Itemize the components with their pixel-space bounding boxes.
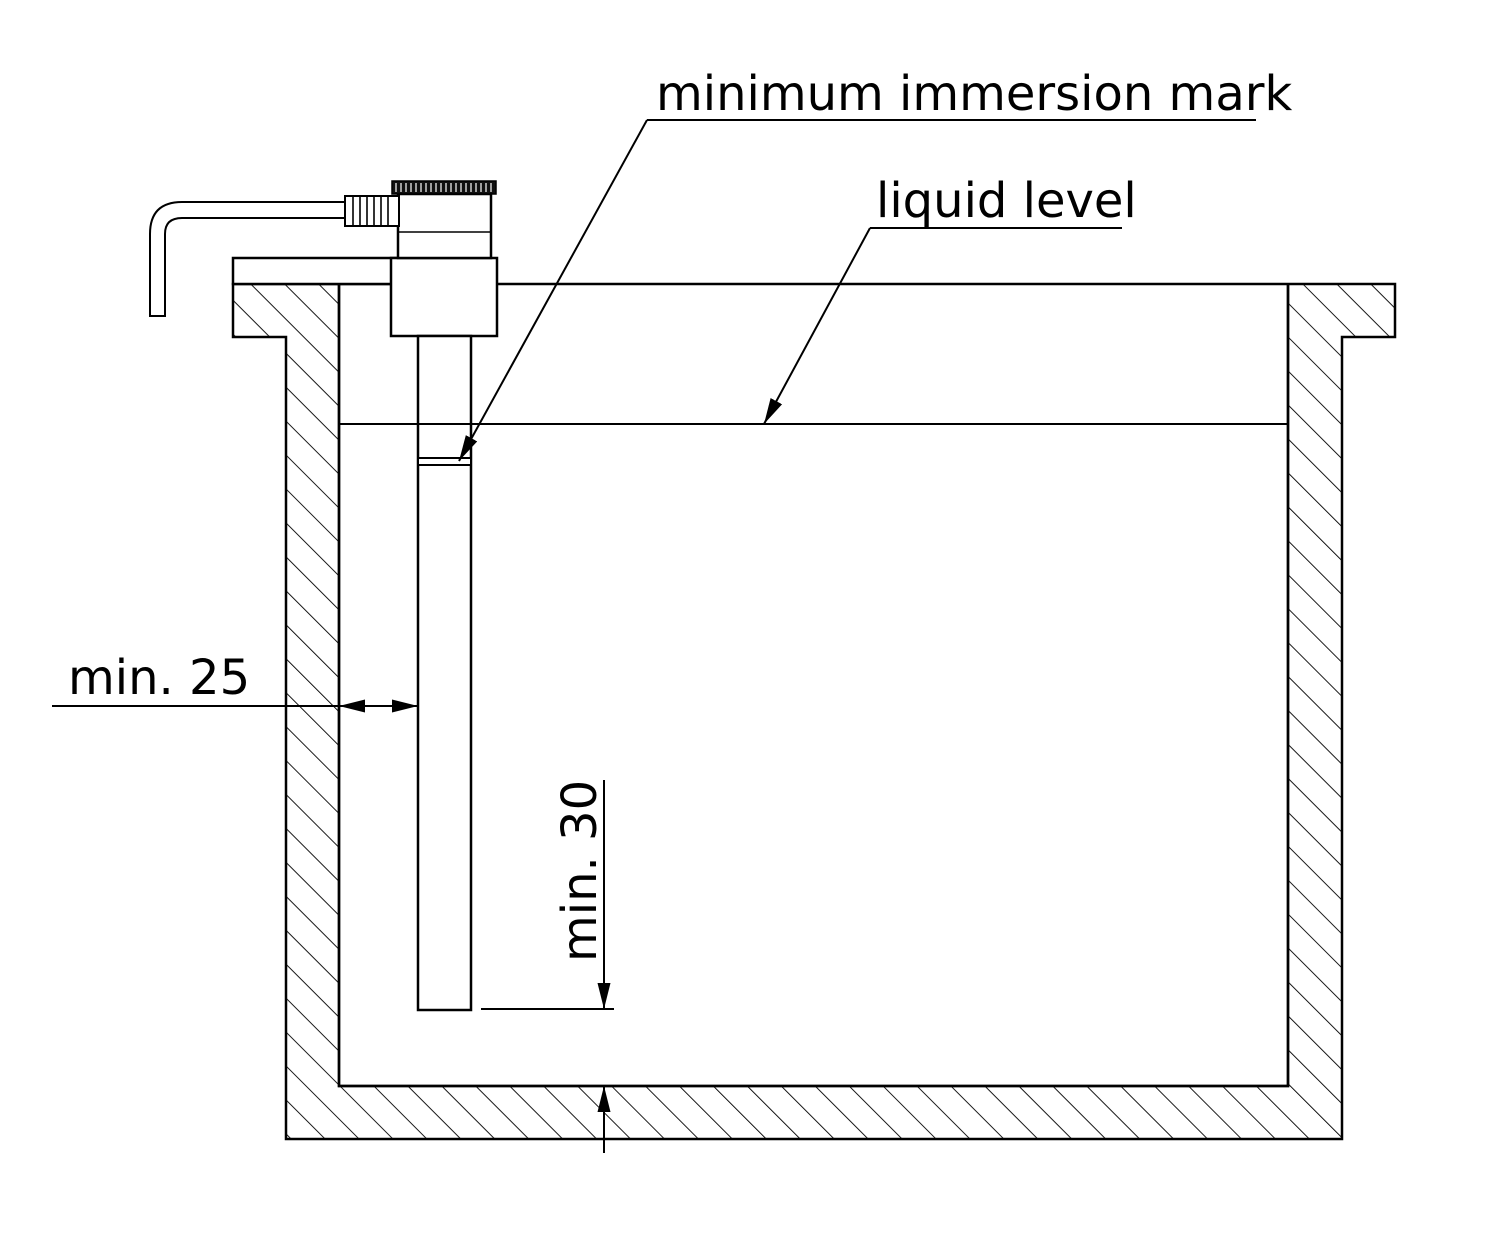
dimension-min-30 <box>481 780 614 1153</box>
label-min-30: min. 30 <box>552 780 608 962</box>
sensor-cable <box>149 201 345 317</box>
leader-immersion-mark <box>458 119 1256 462</box>
sensor-housing <box>391 180 497 260</box>
label-minimum-immersion-mark: minimum immersion mark <box>656 66 1292 122</box>
tank-wall <box>231 282 1397 1141</box>
leader-liquid-level <box>763 227 1122 425</box>
label-min-25: min. 25 <box>68 650 250 706</box>
minimum-immersion-mark <box>417 457 472 466</box>
label-liquid-level: liquid level <box>876 173 1137 229</box>
cable-gland <box>344 195 400 227</box>
sensor-probe <box>416 334 473 1012</box>
sensor-mounting-block <box>389 256 499 338</box>
